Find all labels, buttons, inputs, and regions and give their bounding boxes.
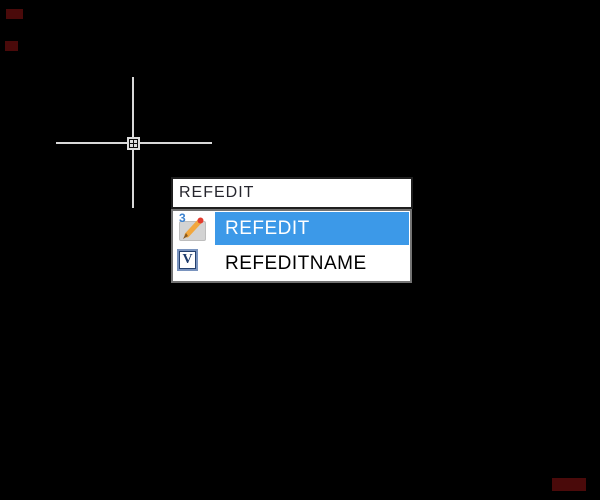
suggestion-row-refeditname[interactable]: V REFEDITNAME xyxy=(173,246,410,281)
suggestion-row-refedit[interactable]: 3 REFEDIT xyxy=(173,211,410,246)
pickbox-dot xyxy=(130,144,133,147)
variable-icon-letter: V xyxy=(182,252,193,267)
pickbox-dot xyxy=(134,140,137,143)
pickbox-icon xyxy=(127,137,140,150)
suggestion-label: REFEDIT xyxy=(225,218,310,239)
pickbox-dot xyxy=(130,140,133,143)
variable-icon: V xyxy=(177,249,198,271)
corner-artifact-top-2 xyxy=(5,41,18,51)
suggestion-label: REFEDITNAME xyxy=(225,253,367,274)
corner-artifact-top-1 xyxy=(6,9,23,19)
edit-reference-icon: 3 xyxy=(178,211,206,241)
pickbox-dot xyxy=(134,144,137,147)
corner-artifact-bottom-right xyxy=(552,478,586,491)
icon-badge: 3 xyxy=(179,211,186,225)
autocomplete-list: 3 REFEDIT V REFEDITNAME xyxy=(171,209,412,283)
command-input[interactable] xyxy=(171,177,413,209)
selection-highlight xyxy=(215,212,409,245)
